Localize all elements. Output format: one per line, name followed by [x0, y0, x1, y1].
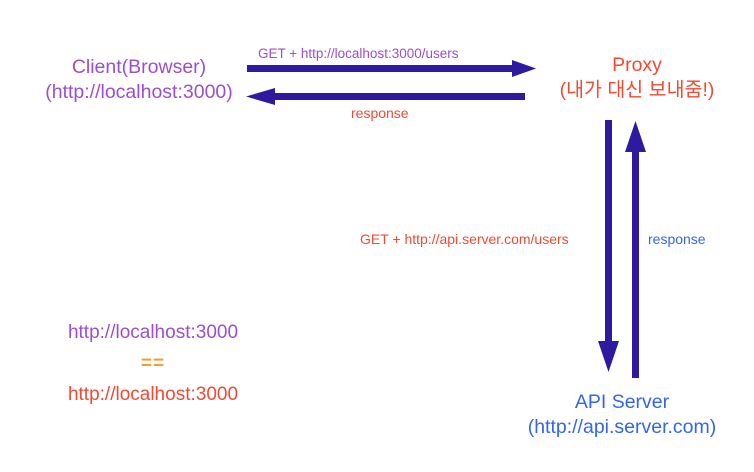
- equality-note-operator: ==: [140, 352, 166, 374]
- node-api-server-url: (http://api.server.com): [527, 415, 717, 438]
- edge-label-api-to-proxy-response: response: [648, 231, 706, 247]
- node-api-server-title: API Server: [574, 391, 670, 413]
- node-proxy: Proxy (내가 대신 보내줌!): [520, 53, 754, 103]
- node-proxy-title: Proxy: [612, 54, 662, 76]
- edge-label-client-to-proxy-request: GET + http://localhost:3000/users: [258, 46, 459, 61]
- equality-note-url-bottom: http://localhost:3000: [67, 383, 239, 405]
- edge-label-proxy-to-api-request: GET + http://api.server.com/users: [360, 231, 569, 247]
- node-api-server: API Server (http://api.server.com): [490, 390, 754, 440]
- edge-label-proxy-to-client-response: response: [351, 105, 409, 121]
- node-client-url: (http://localhost:3000): [45, 80, 233, 103]
- arrow-proxy-to-api: [598, 120, 619, 372]
- equality-note-url-top: http://localhost:3000: [67, 322, 239, 343]
- arrow-proxy-to-client: [246, 88, 525, 105]
- node-proxy-note: (내가 대신 보내줌!): [559, 78, 715, 101]
- arrow-client-to-proxy: [247, 60, 536, 77]
- arrow-api-to-proxy: [625, 121, 646, 378]
- equality-note: http://localhost:3000 == http://localhos…: [22, 320, 284, 407]
- node-client: Client(Browser) (http://localhost:3000): [0, 55, 278, 105]
- node-client-title: Client(Browser): [71, 56, 207, 78]
